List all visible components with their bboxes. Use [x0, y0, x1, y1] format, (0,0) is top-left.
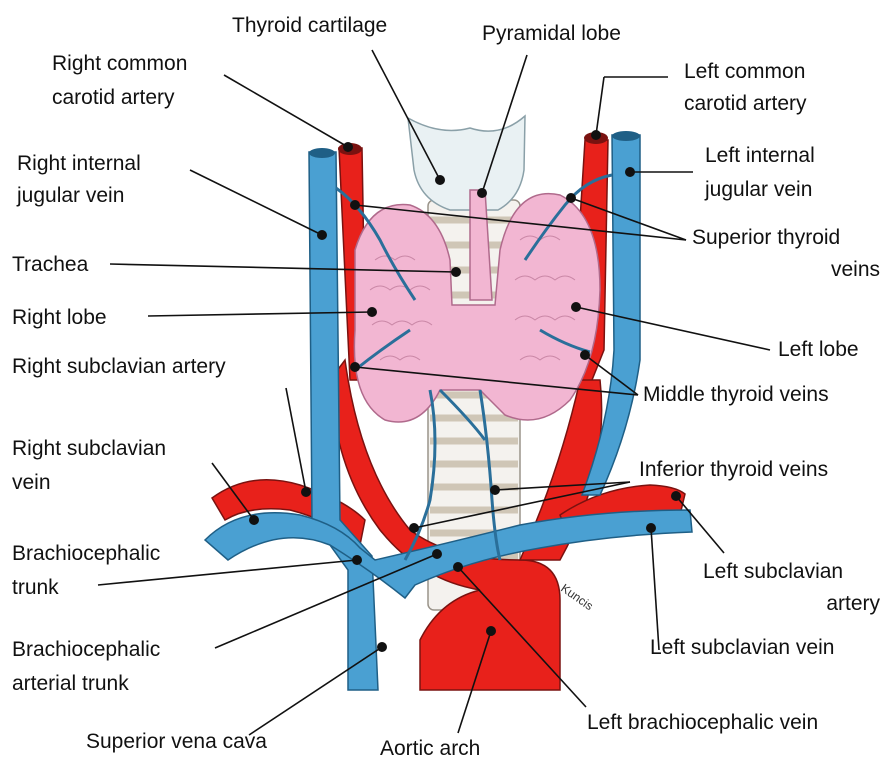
- label-left-internal-jugular-line2: jugular vein: [705, 174, 812, 205]
- label-left-internal-jugular-line1: Left internal: [705, 140, 815, 171]
- label-pyramidal-lobe: Pyramidal lobe: [482, 18, 621, 49]
- label-brachiocephalic-trunk-line1: Brachiocephalic: [12, 538, 160, 569]
- thyroid-cartilage-drawing: [408, 116, 525, 210]
- label-right-internal-jugular-line2: jugular vein: [17, 180, 124, 211]
- label-right-subclavian-artery: Right subclavian artery: [12, 351, 226, 382]
- label-superior-thyroid-veins-line1: Superior thyroid: [692, 222, 840, 253]
- label-left-brachiocephalic-vein: Left brachiocephalic vein: [587, 707, 818, 738]
- label-right-common-carotid-line2: carotid artery: [52, 82, 175, 113]
- label-left-lobe: Left lobe: [778, 334, 859, 365]
- label-right-subclavian-vein-line2: vein: [12, 467, 51, 498]
- label-right-internal-jugular-line1: Right internal: [17, 148, 141, 179]
- label-left-common-carotid-line2: carotid artery: [684, 88, 807, 119]
- label-left-subclavian-artery-line1: Left subclavian: [703, 556, 843, 587]
- label-right-common-carotid-line1: Right common: [52, 48, 187, 79]
- label-left-common-carotid-line1: Left common: [684, 56, 805, 87]
- label-right-lobe: Right lobe: [12, 302, 107, 333]
- label-right-subclavian-vein-line1: Right subclavian: [12, 433, 166, 464]
- label-thyroid-cartilage: Thyroid cartilage: [232, 10, 387, 41]
- label-inferior-thyroid-veins: Inferior thyroid veins: [639, 454, 828, 485]
- label-aortic-arch: Aortic arch: [380, 733, 480, 764]
- label-left-subclavian-artery-line2: artery: [720, 588, 880, 619]
- artist-signature: Kuncis: [558, 581, 596, 613]
- label-superior-thyroid-veins-line2: veins: [700, 254, 880, 285]
- label-left-subclavian-vein: Left subclavian vein: [650, 632, 834, 663]
- label-middle-thyroid-veins: Middle thyroid veins: [643, 379, 829, 410]
- label-trachea: Trachea: [12, 249, 88, 280]
- label-superior-vena-cava: Superior vena cava: [86, 726, 267, 757]
- label-brachiocephalic-arterial-trunk-line1: Brachiocephalic: [12, 634, 160, 665]
- label-brachiocephalic-arterial-trunk-line2: arterial trunk: [12, 668, 129, 699]
- label-brachiocephalic-trunk-line2: trunk: [12, 572, 59, 603]
